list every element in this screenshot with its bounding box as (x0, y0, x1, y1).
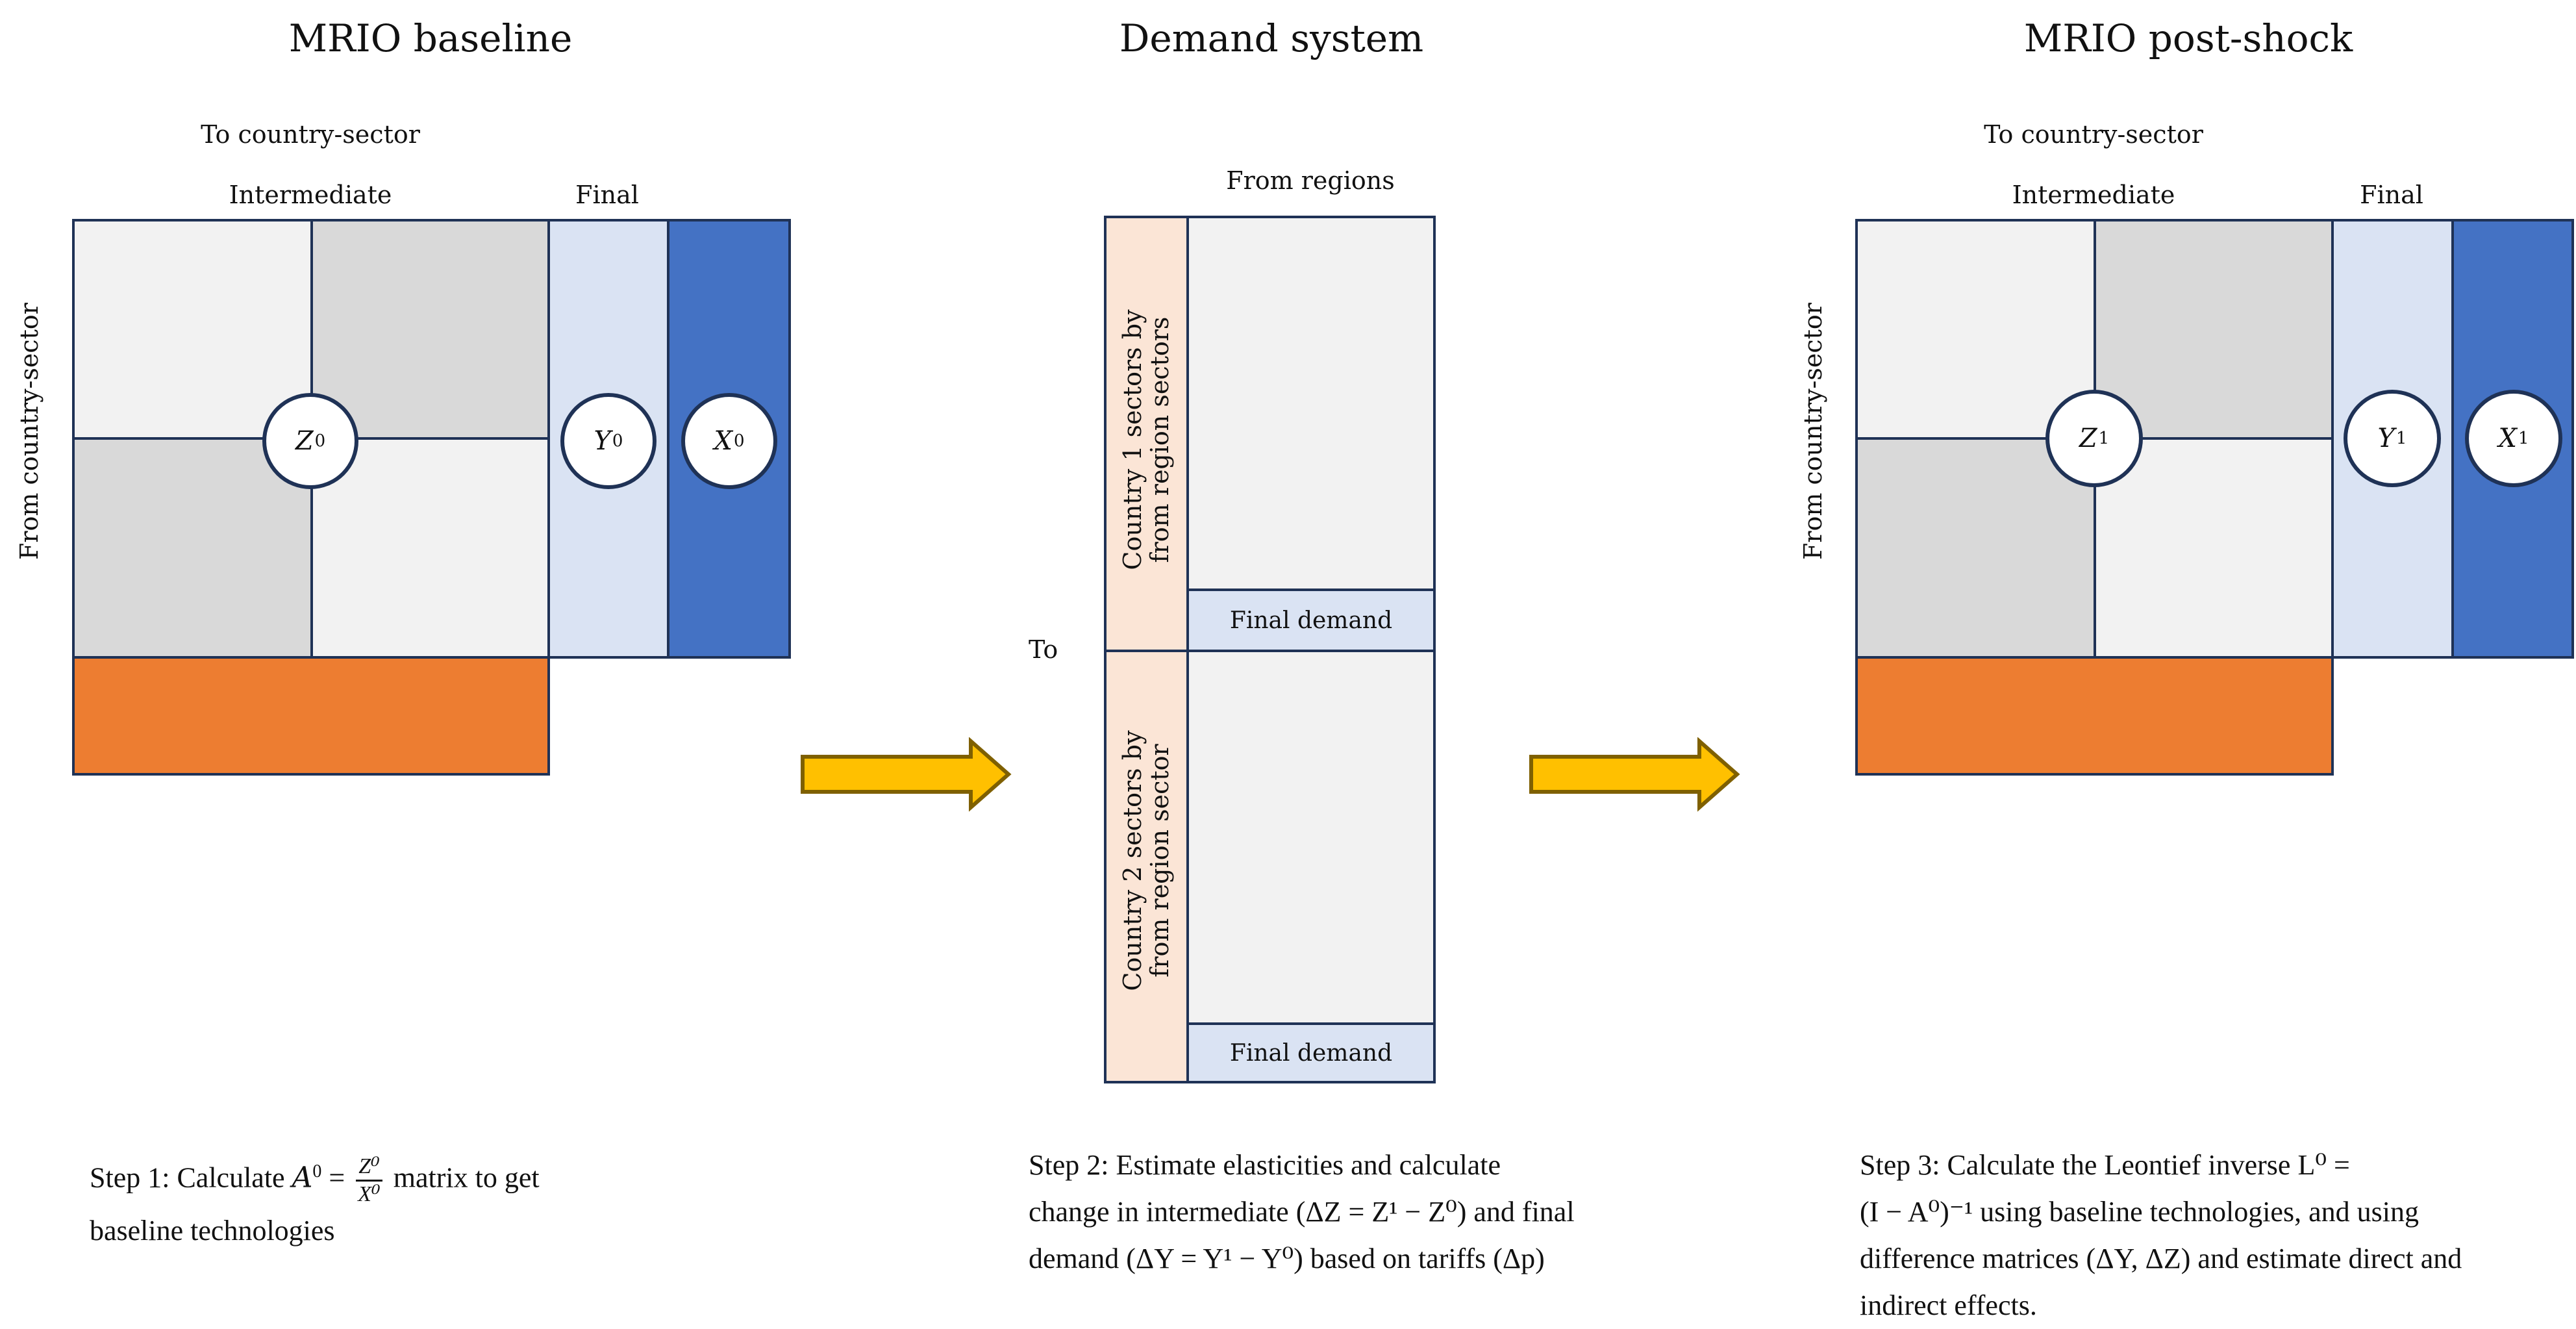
step1-suffix: matrix to get (386, 1161, 540, 1194)
postshock-final-label: Final (2360, 181, 2423, 209)
z-symbol: Z (2079, 424, 2097, 453)
y-superscript: 1 (2395, 429, 2407, 448)
country1-label-line2: from region sectors (1145, 316, 1174, 563)
step2-description: Step 2: Estimate elasticities and calcul… (1029, 1142, 1775, 1282)
postshock-title: MRIO post-shock (2023, 16, 2353, 60)
x-superscript: 1 (2518, 429, 2529, 448)
postshock-to-label: To country-sector (1984, 120, 2203, 149)
country1-row-label: Country 1 sectors by from region sectors (1118, 294, 1174, 586)
country2-intermediate-block (1186, 650, 1436, 1025)
step2-line3: demand (ΔY = Y¹ − Y⁰) based on tariffs (… (1029, 1243, 1545, 1274)
country2-label-line2: from region sector (1145, 744, 1174, 978)
step2-line2: change in intermediate (ΔZ = Z¹ − Z⁰) an… (1029, 1196, 1575, 1228)
x-superscript: 0 (733, 431, 745, 451)
fraction-denominator: X⁰ (358, 1182, 381, 1207)
step2-line1: Step 2: Estimate elasticities and calcul… (1029, 1149, 1501, 1181)
country2-final-demand-label: Final demand (1229, 1039, 1393, 1067)
country1-label-line1: Country 1 sectors by (1118, 309, 1147, 570)
baseline-intermediate-label: Intermediate (229, 181, 392, 209)
country1-final-demand-cell: Final demand (1186, 589, 1436, 652)
fraction-numerator: Z⁰ (356, 1154, 382, 1182)
step3-line4: indirect effects. (1860, 1289, 2037, 1321)
postshock-z-block-21 (1855, 437, 2096, 659)
baseline-from-label: From country-sector (15, 303, 44, 560)
x-symbol: X (714, 426, 732, 456)
step1-prefix: Step 1: Calculate (90, 1161, 292, 1194)
postshock-z-block-12 (2094, 219, 2334, 440)
z-superscript: 1 (2098, 429, 2110, 448)
arrow-demand-to-postshock (1529, 737, 1740, 812)
postshock-from-label: From country-sector (1799, 303, 1827, 560)
y-symbol: Y (594, 426, 611, 456)
right-arrow-icon (1529, 737, 1740, 812)
right-arrow-icon (801, 737, 1012, 812)
step3-line3: difference matrices (ΔY, ΔZ) and estimat… (1860, 1243, 2462, 1274)
country2-row-label: Country 2 sectors by from region sector (1118, 715, 1174, 1007)
step1-equals: = (321, 1161, 353, 1194)
baseline-title: MRIO baseline (288, 16, 573, 60)
postshock-intermediate-label: Intermediate (2012, 181, 2175, 209)
arrow-baseline-to-demand (801, 737, 1012, 812)
demand-to-label: To (1029, 635, 1058, 664)
x-symbol: X (2498, 424, 2517, 453)
z-superscript: 0 (314, 431, 326, 451)
step3-description: Step 3: Calculate the Leontief inverse L… (1860, 1142, 2574, 1329)
baseline-z-block-11 (72, 219, 313, 440)
postshock-z-block-22 (2094, 437, 2334, 659)
demand-title: Demand system (1119, 16, 1424, 60)
country1-final-demand-label: Final demand (1229, 607, 1393, 634)
baseline-value-added-row (72, 656, 550, 776)
baseline-z-block-12 (310, 219, 550, 440)
step3-line2: (I − A⁰)⁻¹ using baseline technologies, … (1860, 1196, 2419, 1228)
country2-final-demand-cell: Final demand (1186, 1022, 1436, 1083)
y-superscript: 0 (612, 431, 623, 451)
step3-line1: Step 3: Calculate the Leontief inverse L… (1860, 1149, 2350, 1181)
a-superscript: 0 (312, 1161, 322, 1182)
baseline-to-label: To country-sector (201, 120, 420, 149)
z-symbol: Z (295, 426, 314, 456)
demand-from-label: From regions (1226, 166, 1395, 195)
country1-intermediate-block (1186, 216, 1436, 591)
country2-label-line1: Country 2 sectors by (1118, 730, 1147, 991)
step1-line2: baseline technologies (90, 1215, 335, 1247)
postshock-value-added-row (1855, 656, 2334, 776)
postshock-z-block-11 (1855, 219, 2096, 440)
baseline-final-label: Final (575, 181, 639, 209)
y-symbol: Y (2377, 424, 2395, 453)
a-symbol: A (292, 1161, 313, 1195)
